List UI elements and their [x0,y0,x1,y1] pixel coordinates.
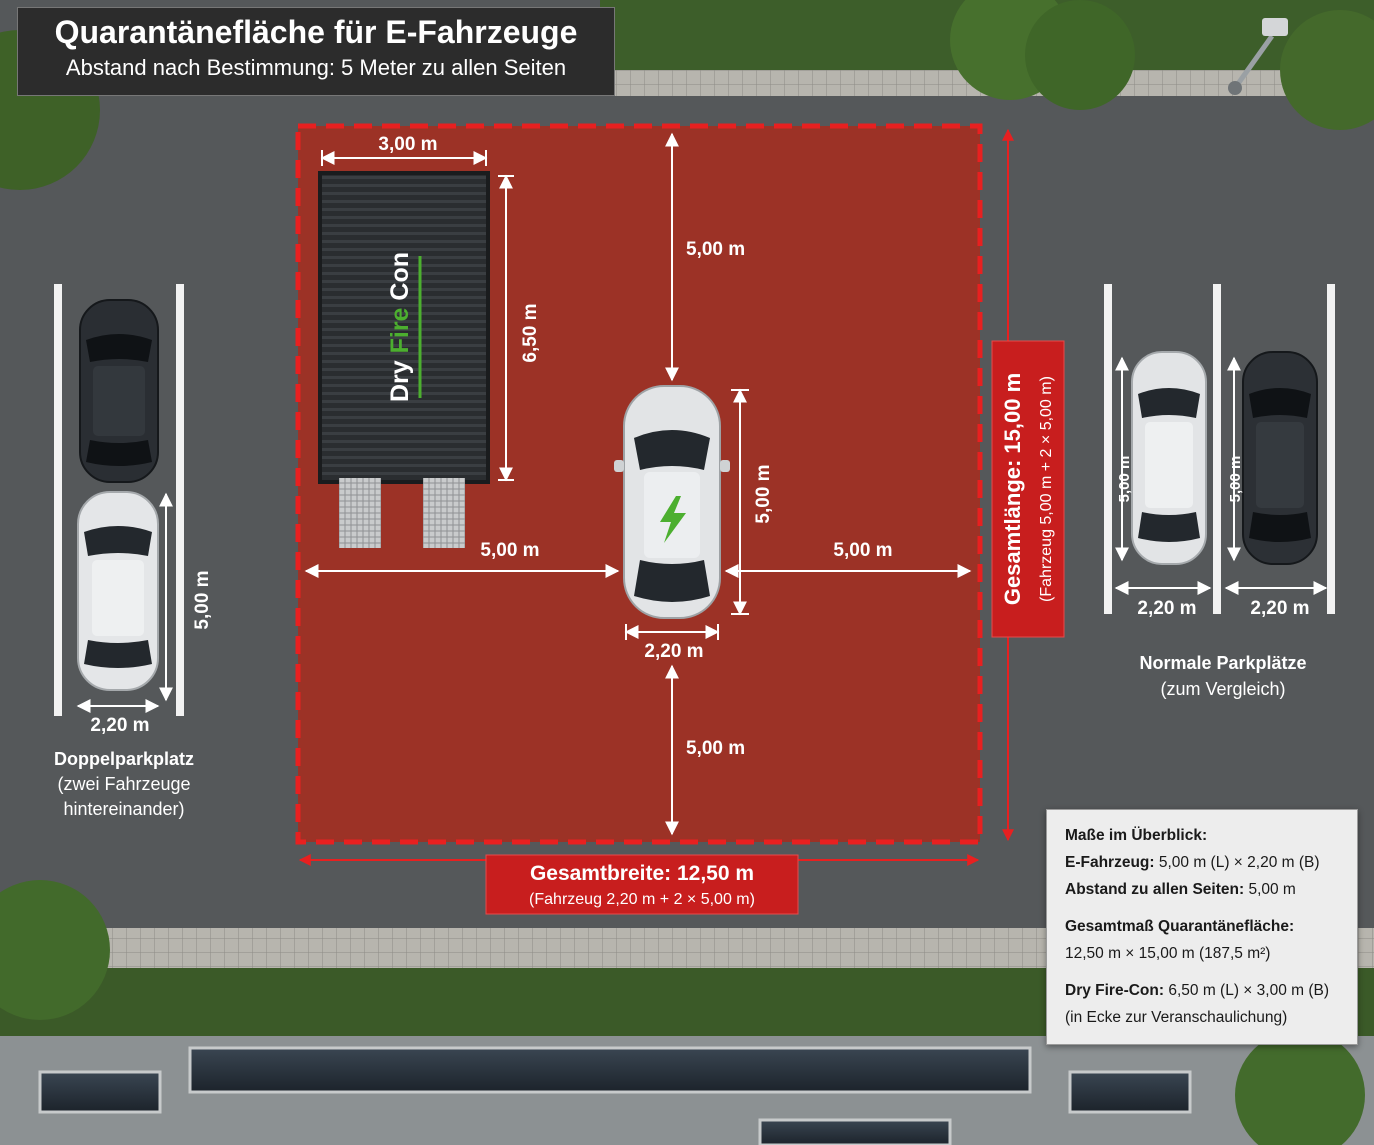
container-width-label: 3,00 m [378,134,437,155]
ev-width-label: 2,20 m [644,641,703,662]
overview-ev-label: E-Fahrzeug: [1065,854,1155,871]
gap-bottom-label: 5,00 m [686,738,745,759]
left-length-label: 5,00 m [192,570,213,629]
quarantine-border [295,123,983,845]
right-caption-title: Normale Parkplätze [1139,653,1306,673]
container-ramp-right [423,478,465,548]
gap-top-label: 5,00 m [686,239,745,260]
overview-dfc-label: Dry Fire-Con: [1065,982,1165,999]
right-lane-line-2 [1213,284,1221,614]
ev-length-label: 5,00 m [753,464,774,523]
overview-gap-value: 5,00 m [1244,881,1296,898]
street-lamp [1228,18,1288,95]
left-car-white [77,491,159,691]
left-caption-line2: hintereinander) [63,799,184,819]
overview-gap: Abstand zu allen Seiten: 5,00 m [1065,876,1357,903]
total-length-title: Gesamtlänge: 15,00 m [1000,373,1025,605]
left-width-label: 2,20 m [90,715,149,736]
overview-dfc-value: 6,50 m (L) × 3,00 m (B) [1164,982,1330,999]
page-subtitle: Abstand nach Bestimmung: 5 Meter zu alle… [65,55,567,80]
container-ramp-left [339,478,381,548]
gap-right-label: 5,00 m [833,540,892,561]
overview-ev-value: 5,00 m (L) × 2,20 m (B) [1154,854,1320,871]
skylights [38,1046,1192,1145]
left-caption-title: Doppelparkplatz [54,749,194,769]
left-lane-line-1 [54,284,62,716]
total-width-badge [485,854,799,915]
overview-total-value: 12,50 m × 15,00 m (187,5 m²) [1065,945,1271,962]
lightning-bolt-icon [660,496,686,543]
total-width-sub: (Fahrzeug 2,20 m + 2 × 5,00 m) [529,891,755,908]
overview-dfc-note: (in Ecke zur Veranschaulichung) [1065,1009,1288,1026]
total-length-sub: (Fahrzeug 5,00 m + 2 × 5,00 m) [1038,376,1055,602]
right-car-white [1131,351,1207,565]
right-lane-line-3 [1327,284,1335,614]
right-length-label-a: 5,00 m [1116,456,1133,503]
right-width-label-a: 2,20 m [1137,598,1196,619]
container-brand: Dry Fire Con [386,252,414,402]
title-box: Quarantänefläche für E-Fahrzeuge Abstand… [17,7,615,96]
total-width-title: Gesamtbreite: 12,50 m [530,862,754,885]
tree-bottom-left [0,880,110,1020]
page-title: Quarantänefläche für E-Fahrzeuge [54,14,578,50]
tree-top-2 [1025,0,1135,110]
overview-box: Maße im Überblick: E-Fahrzeug: 5,00 m (L… [1046,809,1358,1045]
right-width-label-b: 2,20 m [1250,598,1309,619]
overview-heading: Maße im Überblick: [1065,827,1208,844]
left-lane-line-2 [176,284,184,716]
dry-fire-con-container: Dry Fire Con [318,171,490,548]
total-length-badge [991,340,1065,638]
right-lane-line-1 [1104,284,1112,614]
right-length-label-b: 5,00 m [1227,456,1244,503]
overview-dfc: Dry Fire-Con: 6,50 m (L) × 3,00 m (B) [1065,977,1357,1004]
overview-ev: E-Fahrzeug: 5,00 m (L) × 2,20 m (B) [1065,849,1357,876]
overview-gap-label: Abstand zu allen Seiten: [1065,881,1245,898]
tree-top-right [1280,10,1374,130]
left-car-dark [79,299,159,483]
right-car-dark [1242,351,1318,565]
container-length-label: 6,50 m [520,303,541,362]
overview-total-label: Gesamtmaß Quarantänefläche: [1065,918,1295,935]
tree-bottom-right [1235,1030,1365,1145]
ev-car [614,385,730,619]
right-caption-sub: (zum Vergleich) [1160,679,1285,699]
gap-left-label: 5,00 m [480,540,539,561]
left-caption-line1: (zwei Fahrzeuge [57,774,190,794]
